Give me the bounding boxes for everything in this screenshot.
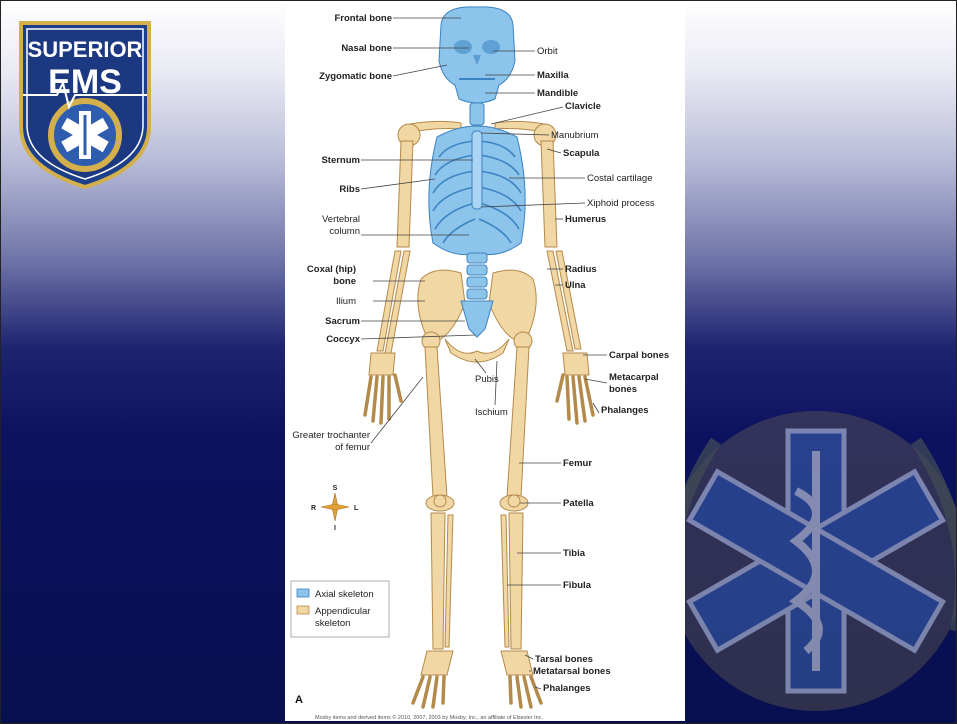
- label-fibula: Fibula: [563, 580, 592, 591]
- label-patella: Patella: [563, 498, 594, 509]
- label-phalanges-hand: Phalanges: [601, 405, 649, 416]
- legend-swatch-appendicular: [297, 606, 309, 614]
- label-pubis: Pubis: [475, 374, 499, 385]
- label-greater-trochanter-2: of femur: [335, 442, 370, 453]
- compass-north: S: [333, 485, 338, 492]
- compass-rose-icon: S I R L: [311, 485, 359, 532]
- compass-west: R: [311, 505, 316, 512]
- label-metacarpal-bones-2: bones: [609, 384, 637, 395]
- label-coxal-bone-1: Coxal (hip): [307, 264, 356, 275]
- label-femur: Femur: [563, 458, 592, 469]
- label-humerus: Humerus: [565, 214, 606, 225]
- label-zygomatic-bone: Zygomatic bone: [319, 71, 392, 82]
- label-ischium: Ischium: [475, 407, 508, 418]
- label-coccyx: Coccyx: [326, 334, 361, 345]
- label-sacrum: Sacrum: [325, 316, 360, 327]
- label-nasal-bone: Nasal bone: [341, 43, 392, 54]
- label-frontal-bone: Frontal bone: [334, 13, 392, 24]
- label-xiphoid-process: Xiphoid process: [587, 198, 655, 209]
- label-metacarpal-bones-1: Metacarpal: [609, 372, 659, 383]
- skeleton-figure: Frontal bone Nasal bone Zygomatic bone S…: [285, 3, 685, 721]
- label-ilium: Ilium: [336, 296, 356, 307]
- label-coxal-bone-2: bone: [333, 276, 356, 287]
- label-sternum: Sternum: [321, 155, 360, 166]
- skeleton-diagram: Frontal bone Nasal bone Zygomatic bone S…: [285, 3, 685, 721]
- legend-appendicular-2: skeleton: [315, 618, 350, 629]
- logo-text-ems: EMS: [48, 63, 122, 101]
- label-costal-cartilage: Costal cartilage: [587, 173, 652, 184]
- label-scapula: Scapula: [563, 148, 600, 159]
- compass-east: L: [354, 505, 359, 512]
- label-clavicle: Clavicle: [565, 101, 601, 112]
- label-phalanges-foot: Phalanges: [543, 683, 591, 694]
- label-tarsal-bones: Tarsal bones: [535, 654, 593, 665]
- label-greater-trochanter-1: Greater trochanter: [292, 430, 370, 441]
- legend: Axial skeleton Appendicular skeleton: [291, 581, 389, 637]
- label-metatarsal-bones: Metatarsal bones: [533, 666, 611, 677]
- logo-text-superior: SUPERIOR: [28, 37, 143, 62]
- label-orbit: Orbit: [537, 46, 558, 57]
- panel-letter: A: [295, 694, 303, 706]
- label-radius: Radius: [565, 264, 597, 275]
- legend-axial: Axial skeleton: [315, 589, 374, 600]
- label-maxilla: Maxilla: [537, 70, 569, 81]
- superior-ems-logo: SUPERIOR EMS: [17, 17, 153, 189]
- label-carpal-bones: Carpal bones: [609, 350, 669, 361]
- figure-credit: Mosby items and derived items © 2010, 20…: [315, 714, 543, 721]
- label-ribs: Ribs: [339, 184, 360, 195]
- label-ulna: Ulna: [565, 280, 586, 291]
- legend-swatch-axial: [297, 589, 309, 597]
- label-vertebral-column-1: Vertebral: [322, 214, 360, 225]
- label-manubrium: Manubrium: [551, 130, 599, 141]
- label-vertebral-column-2: column: [329, 226, 360, 237]
- legend-appendicular-1: Appendicular: [315, 606, 370, 617]
- label-mandible: Mandible: [537, 88, 578, 99]
- compass-south: I: [334, 525, 336, 532]
- label-tibia: Tibia: [563, 548, 586, 559]
